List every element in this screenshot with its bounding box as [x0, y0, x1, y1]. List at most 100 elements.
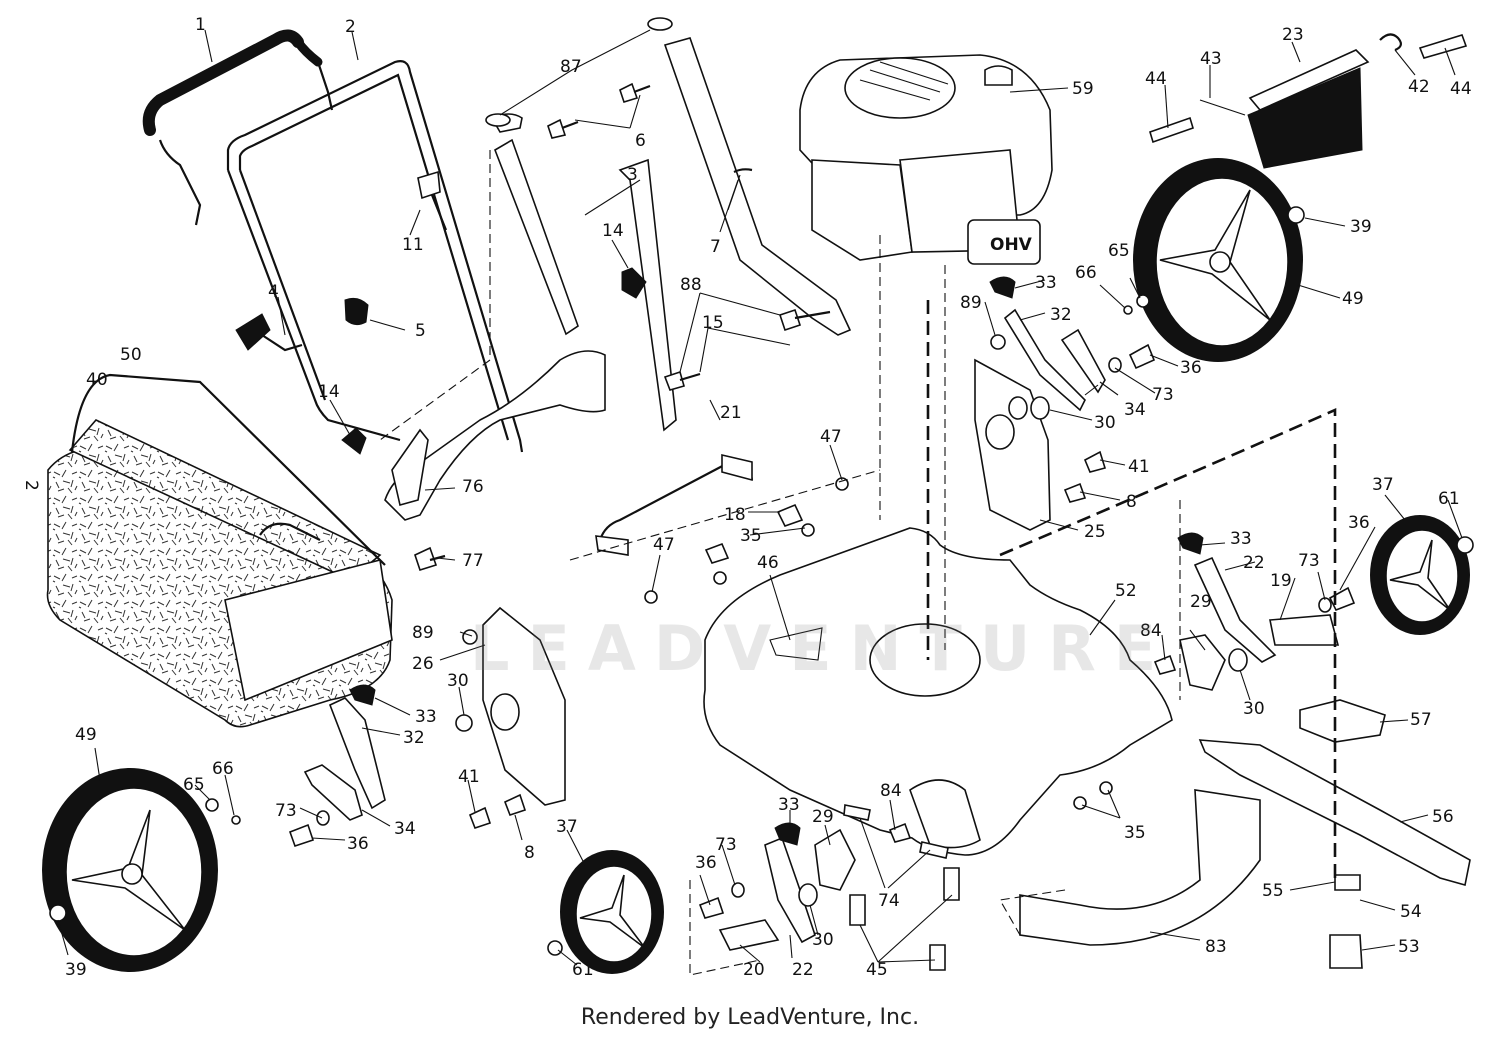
part-label: 34	[394, 819, 416, 839]
part-label: 35	[740, 526, 762, 546]
part-label: 44	[1450, 79, 1472, 99]
part-label: 30	[1243, 699, 1265, 719]
part-label: 8	[524, 843, 535, 863]
part-label: 4	[268, 282, 279, 302]
part-label: 39	[1350, 217, 1372, 237]
part-label: 73	[1152, 385, 1174, 405]
part-label: 22	[1243, 553, 1265, 573]
part-label: 39	[65, 960, 87, 980]
part-label: 55	[1262, 881, 1284, 901]
part-label: 25	[1084, 522, 1106, 542]
assembly-lines	[379, 150, 1337, 976]
part-label: 41	[1128, 457, 1150, 477]
part-label: 26	[412, 654, 434, 674]
part-label: 14	[602, 221, 624, 241]
handle-knobs	[235, 267, 647, 455]
part-label: 73	[715, 835, 737, 855]
part-label: 66	[1075, 263, 1097, 283]
part-label: 89	[960, 293, 982, 313]
part-labels: 1 2 3 4 5 6 7 11 14 14 15 87 88 21 47 47…	[21, 15, 1472, 980]
part-label: 33	[1230, 529, 1252, 549]
hardware	[49, 34, 1474, 971]
part-label: 65	[183, 775, 205, 795]
part-label: 36	[1348, 513, 1370, 533]
part-label: 88	[680, 275, 702, 295]
rear-baffle	[1199, 33, 1402, 169]
part-label: 23	[1282, 25, 1304, 45]
part-label: 41	[458, 767, 480, 787]
footer-credit: Rendered by LeadVenture, Inc.	[580, 1005, 920, 1030]
height-adjuster-front-right	[974, 308, 1106, 531]
part-label: 15	[702, 313, 724, 333]
part-label: 43	[1200, 49, 1222, 69]
part-label: 46	[757, 553, 779, 573]
part-label: 53	[1398, 937, 1420, 957]
control-bar	[142, 29, 334, 226]
lower-handle-left	[490, 113, 579, 336]
page-marker: 2	[21, 480, 41, 491]
part-label: 29	[812, 807, 834, 827]
upper-handle	[226, 60, 524, 453]
part-label: 22	[792, 960, 814, 980]
part-label: 74	[878, 891, 900, 911]
part-label: 45	[866, 960, 888, 980]
part-label: 36	[695, 853, 717, 873]
part-label: 49	[75, 725, 97, 745]
part-label: 30	[812, 930, 834, 950]
part-label: 35	[1124, 823, 1146, 843]
wheel-front-right	[1370, 515, 1470, 635]
part-label: 87	[560, 57, 582, 77]
side-deflector	[1019, 789, 1261, 946]
part-label: 65	[1108, 241, 1130, 261]
wheel-rear-right	[1133, 158, 1303, 362]
part-label: 8	[1126, 492, 1137, 512]
part-label: 52	[1115, 581, 1137, 601]
part-label: 47	[653, 535, 675, 555]
part-label: 33	[778, 795, 800, 815]
wheel-front-left	[560, 850, 664, 974]
part-label: 37	[556, 817, 578, 837]
part-label: 84	[880, 781, 902, 801]
part-label: 84	[1140, 621, 1162, 641]
part-label: 83	[1205, 937, 1227, 957]
mower-deck	[703, 527, 1173, 856]
engine-badge: OHV	[990, 235, 1033, 255]
part-label: 54	[1400, 902, 1422, 922]
part-label: 2	[345, 17, 356, 37]
part-label: 6	[635, 131, 646, 151]
part-label: 61	[572, 960, 594, 980]
part-label: 77	[462, 551, 484, 571]
part-label: 56	[1432, 807, 1454, 827]
part-label: 47	[820, 427, 842, 447]
part-label: 37	[1372, 475, 1394, 495]
part-label: 3	[627, 165, 638, 185]
part-label: 36	[1180, 358, 1202, 378]
part-label: 29	[1190, 592, 1212, 612]
part-label: 42	[1408, 77, 1430, 97]
leader-lines	[57, 29, 1463, 966]
part-label: 73	[275, 801, 297, 821]
part-label: 32	[403, 728, 425, 748]
part-label: 11	[402, 235, 424, 255]
part-label: 21	[720, 403, 742, 423]
part-label: 59	[1072, 79, 1094, 99]
part-label: 30	[1094, 413, 1116, 433]
part-label: 89	[412, 623, 434, 643]
part-label: 40	[86, 370, 108, 390]
engine: OHV	[799, 54, 1053, 265]
lower-handle-right	[485, 17, 852, 432]
height-adjuster-rear-right	[1179, 556, 1340, 691]
part-label: 19	[1270, 571, 1292, 591]
part-label: 33	[415, 707, 437, 727]
wheel-rear-left	[42, 768, 218, 972]
part-label: 5	[415, 321, 426, 341]
part-label: 57	[1410, 710, 1432, 730]
part-label: 30	[447, 671, 469, 691]
part-label: 66	[212, 759, 234, 779]
part-label: 61	[1438, 489, 1460, 509]
rear-flap	[384, 350, 606, 521]
part-label: 32	[1050, 305, 1072, 325]
watermark: LEADVENTURE	[470, 612, 1175, 685]
height-adjuster-front-left	[718, 828, 856, 951]
